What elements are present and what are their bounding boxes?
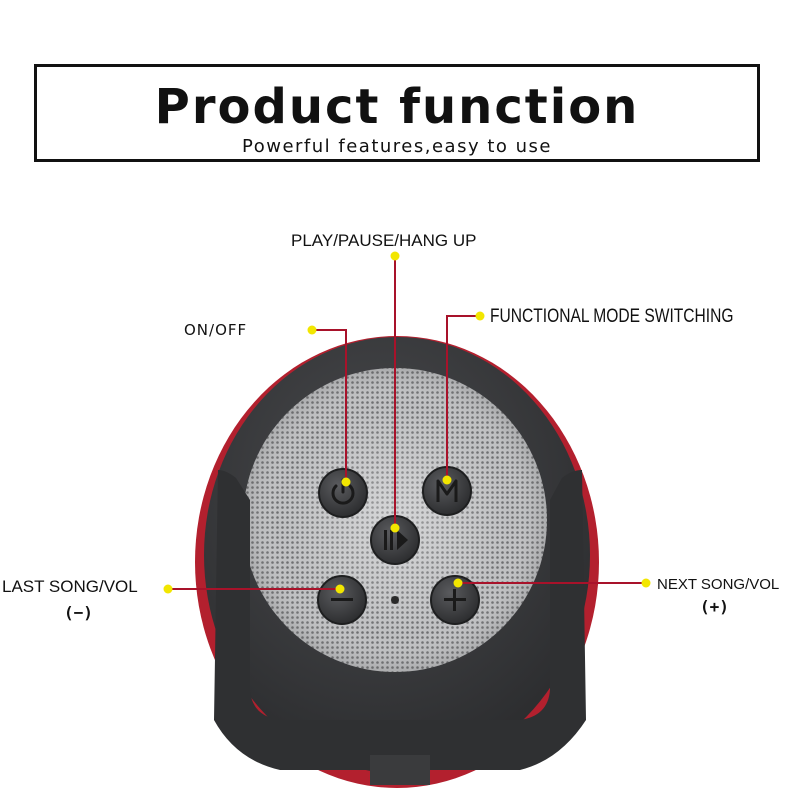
label-mode-switching: FUNCTIONAL MODE SWITCHING xyxy=(490,307,734,327)
marker-on-off-end xyxy=(342,478,351,487)
marker-mode-start xyxy=(476,312,485,321)
marker-play-pause-end xyxy=(391,524,400,533)
label-last-song-symbol: (−) xyxy=(64,604,93,622)
label-next-song: NEXT SONG/VOL xyxy=(657,575,779,595)
marker-next-start xyxy=(642,579,651,588)
indicator-led xyxy=(391,596,399,604)
label-play-pause: PLAY/PAUSE/HANG UP xyxy=(291,231,476,251)
on-off-button[interactable] xyxy=(319,469,367,517)
label-next-song-symbol: (+) xyxy=(700,598,729,616)
marker-play-pause-top xyxy=(391,252,400,261)
marker-last-start xyxy=(164,585,173,594)
label-on-off: ON/OFF xyxy=(184,320,247,340)
previous-button[interactable] xyxy=(318,576,366,624)
previous-icon xyxy=(331,598,353,601)
marker-mode-end xyxy=(443,476,452,485)
label-last-song: LAST SONG/VOL xyxy=(2,577,138,597)
marker-on-off-start xyxy=(308,326,317,335)
marker-next-end xyxy=(454,579,463,588)
marker-last-end xyxy=(336,585,345,594)
